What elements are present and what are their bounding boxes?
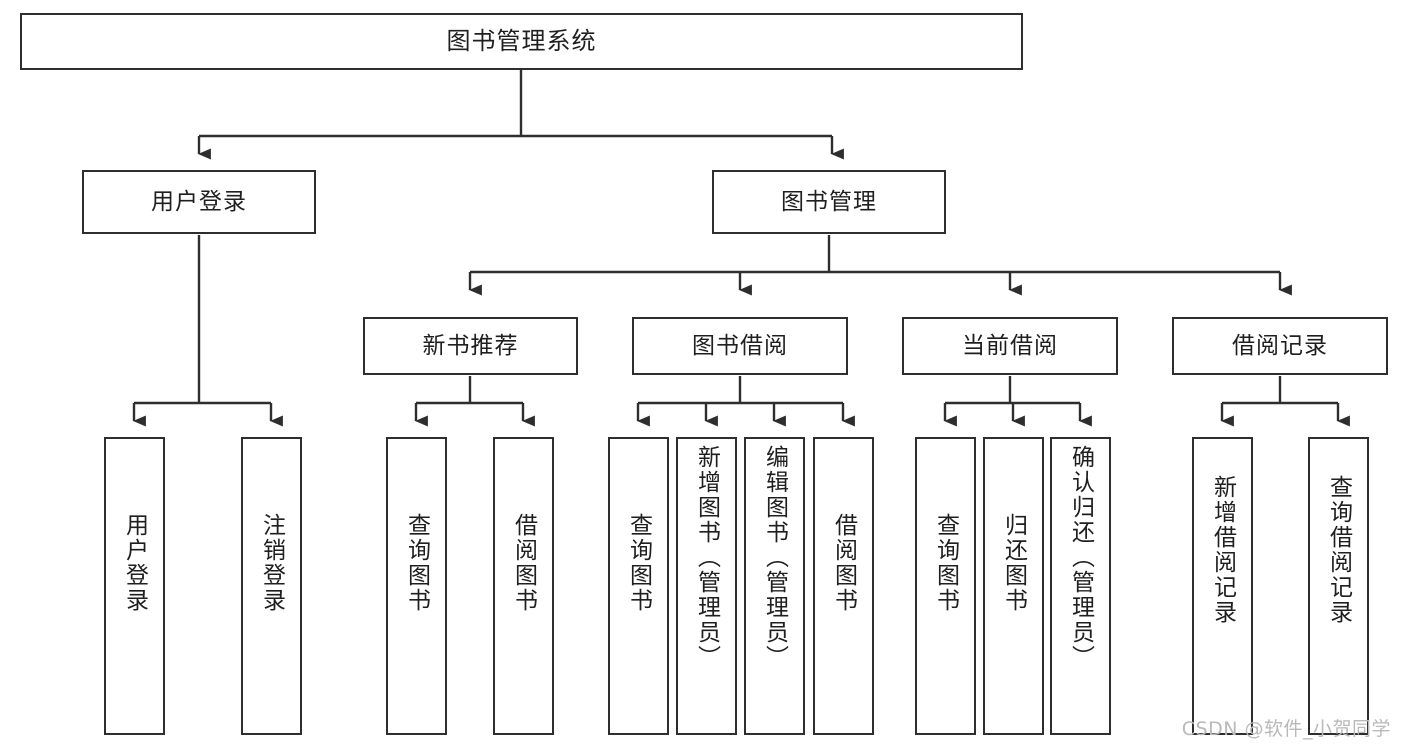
leaf-user-login-login[interactable]: 用户登录 bbox=[104, 437, 165, 735]
leaf-label: 注销登录 bbox=[258, 513, 285, 613]
leaf-records-add-record[interactable]: 新增借阅记录 bbox=[1192, 437, 1253, 735]
node-root-system[interactable]: 图书管理系统 bbox=[20, 13, 1023, 70]
leaf-label: 查询图书 bbox=[625, 513, 652, 613]
leaf-recommend-borrow-book[interactable]: 借阅图书 bbox=[493, 437, 554, 735]
node-label: 用户登录 bbox=[151, 188, 247, 215]
leaf-label: 借阅图书 bbox=[830, 513, 857, 613]
watermark: CSDN @软件_小贺同学 bbox=[1181, 718, 1391, 740]
leaf-label: 确认归还（管理员） bbox=[1067, 445, 1094, 670]
leaf-user-login-logout[interactable]: 注销登录 bbox=[241, 437, 302, 735]
leaf-records-query-record[interactable]: 查询借阅记录 bbox=[1308, 437, 1369, 735]
node-current-borrow[interactable]: 当前借阅 bbox=[902, 317, 1118, 375]
leaf-label: 查询图书 bbox=[403, 513, 430, 613]
leaf-borrow-add-book-admin[interactable]: 新增图书（管理员） bbox=[676, 437, 737, 735]
leaf-borrow-borrow-book[interactable]: 借阅图书 bbox=[813, 437, 874, 735]
leaf-borrow-edit-book-admin[interactable]: 编辑图书（管理员） bbox=[744, 437, 805, 735]
leaf-label: 借阅图书 bbox=[510, 513, 537, 613]
leaf-label: 查询图书 bbox=[932, 513, 959, 613]
node-new-book-recommend[interactable]: 新书推荐 bbox=[363, 317, 578, 375]
node-borrow-records[interactable]: 借阅记录 bbox=[1172, 317, 1388, 375]
leaf-label: 用户登录 bbox=[121, 513, 148, 613]
node-user-login[interactable]: 用户登录 bbox=[82, 170, 316, 234]
leaf-label: 归还图书 bbox=[1000, 513, 1027, 613]
node-label: 当前借阅 bbox=[962, 332, 1058, 359]
leaf-current-confirm-return-admin[interactable]: 确认归还（管理员） bbox=[1050, 437, 1111, 735]
node-label: 新书推荐 bbox=[422, 332, 519, 359]
node-label: 图书借阅 bbox=[692, 332, 788, 359]
leaf-label: 新增图书（管理员） bbox=[693, 445, 720, 670]
leaf-current-query-book[interactable]: 查询图书 bbox=[915, 437, 976, 735]
node-label: 借阅记录 bbox=[1232, 332, 1328, 359]
node-label: 图书管理系统 bbox=[446, 26, 597, 55]
leaf-label: 编辑图书（管理员） bbox=[761, 445, 788, 670]
leaf-recommend-query-book[interactable]: 查询图书 bbox=[386, 437, 447, 735]
node-label: 图书管理 bbox=[781, 188, 877, 215]
node-book-borrow[interactable]: 图书借阅 bbox=[632, 317, 848, 375]
leaf-label: 查询借阅记录 bbox=[1325, 475, 1352, 625]
leaf-borrow-query-book[interactable]: 查询图书 bbox=[608, 437, 669, 735]
node-book-management[interactable]: 图书管理 bbox=[712, 170, 946, 234]
leaf-label: 新增借阅记录 bbox=[1209, 475, 1236, 625]
leaf-current-return-book[interactable]: 归还图书 bbox=[983, 437, 1044, 735]
